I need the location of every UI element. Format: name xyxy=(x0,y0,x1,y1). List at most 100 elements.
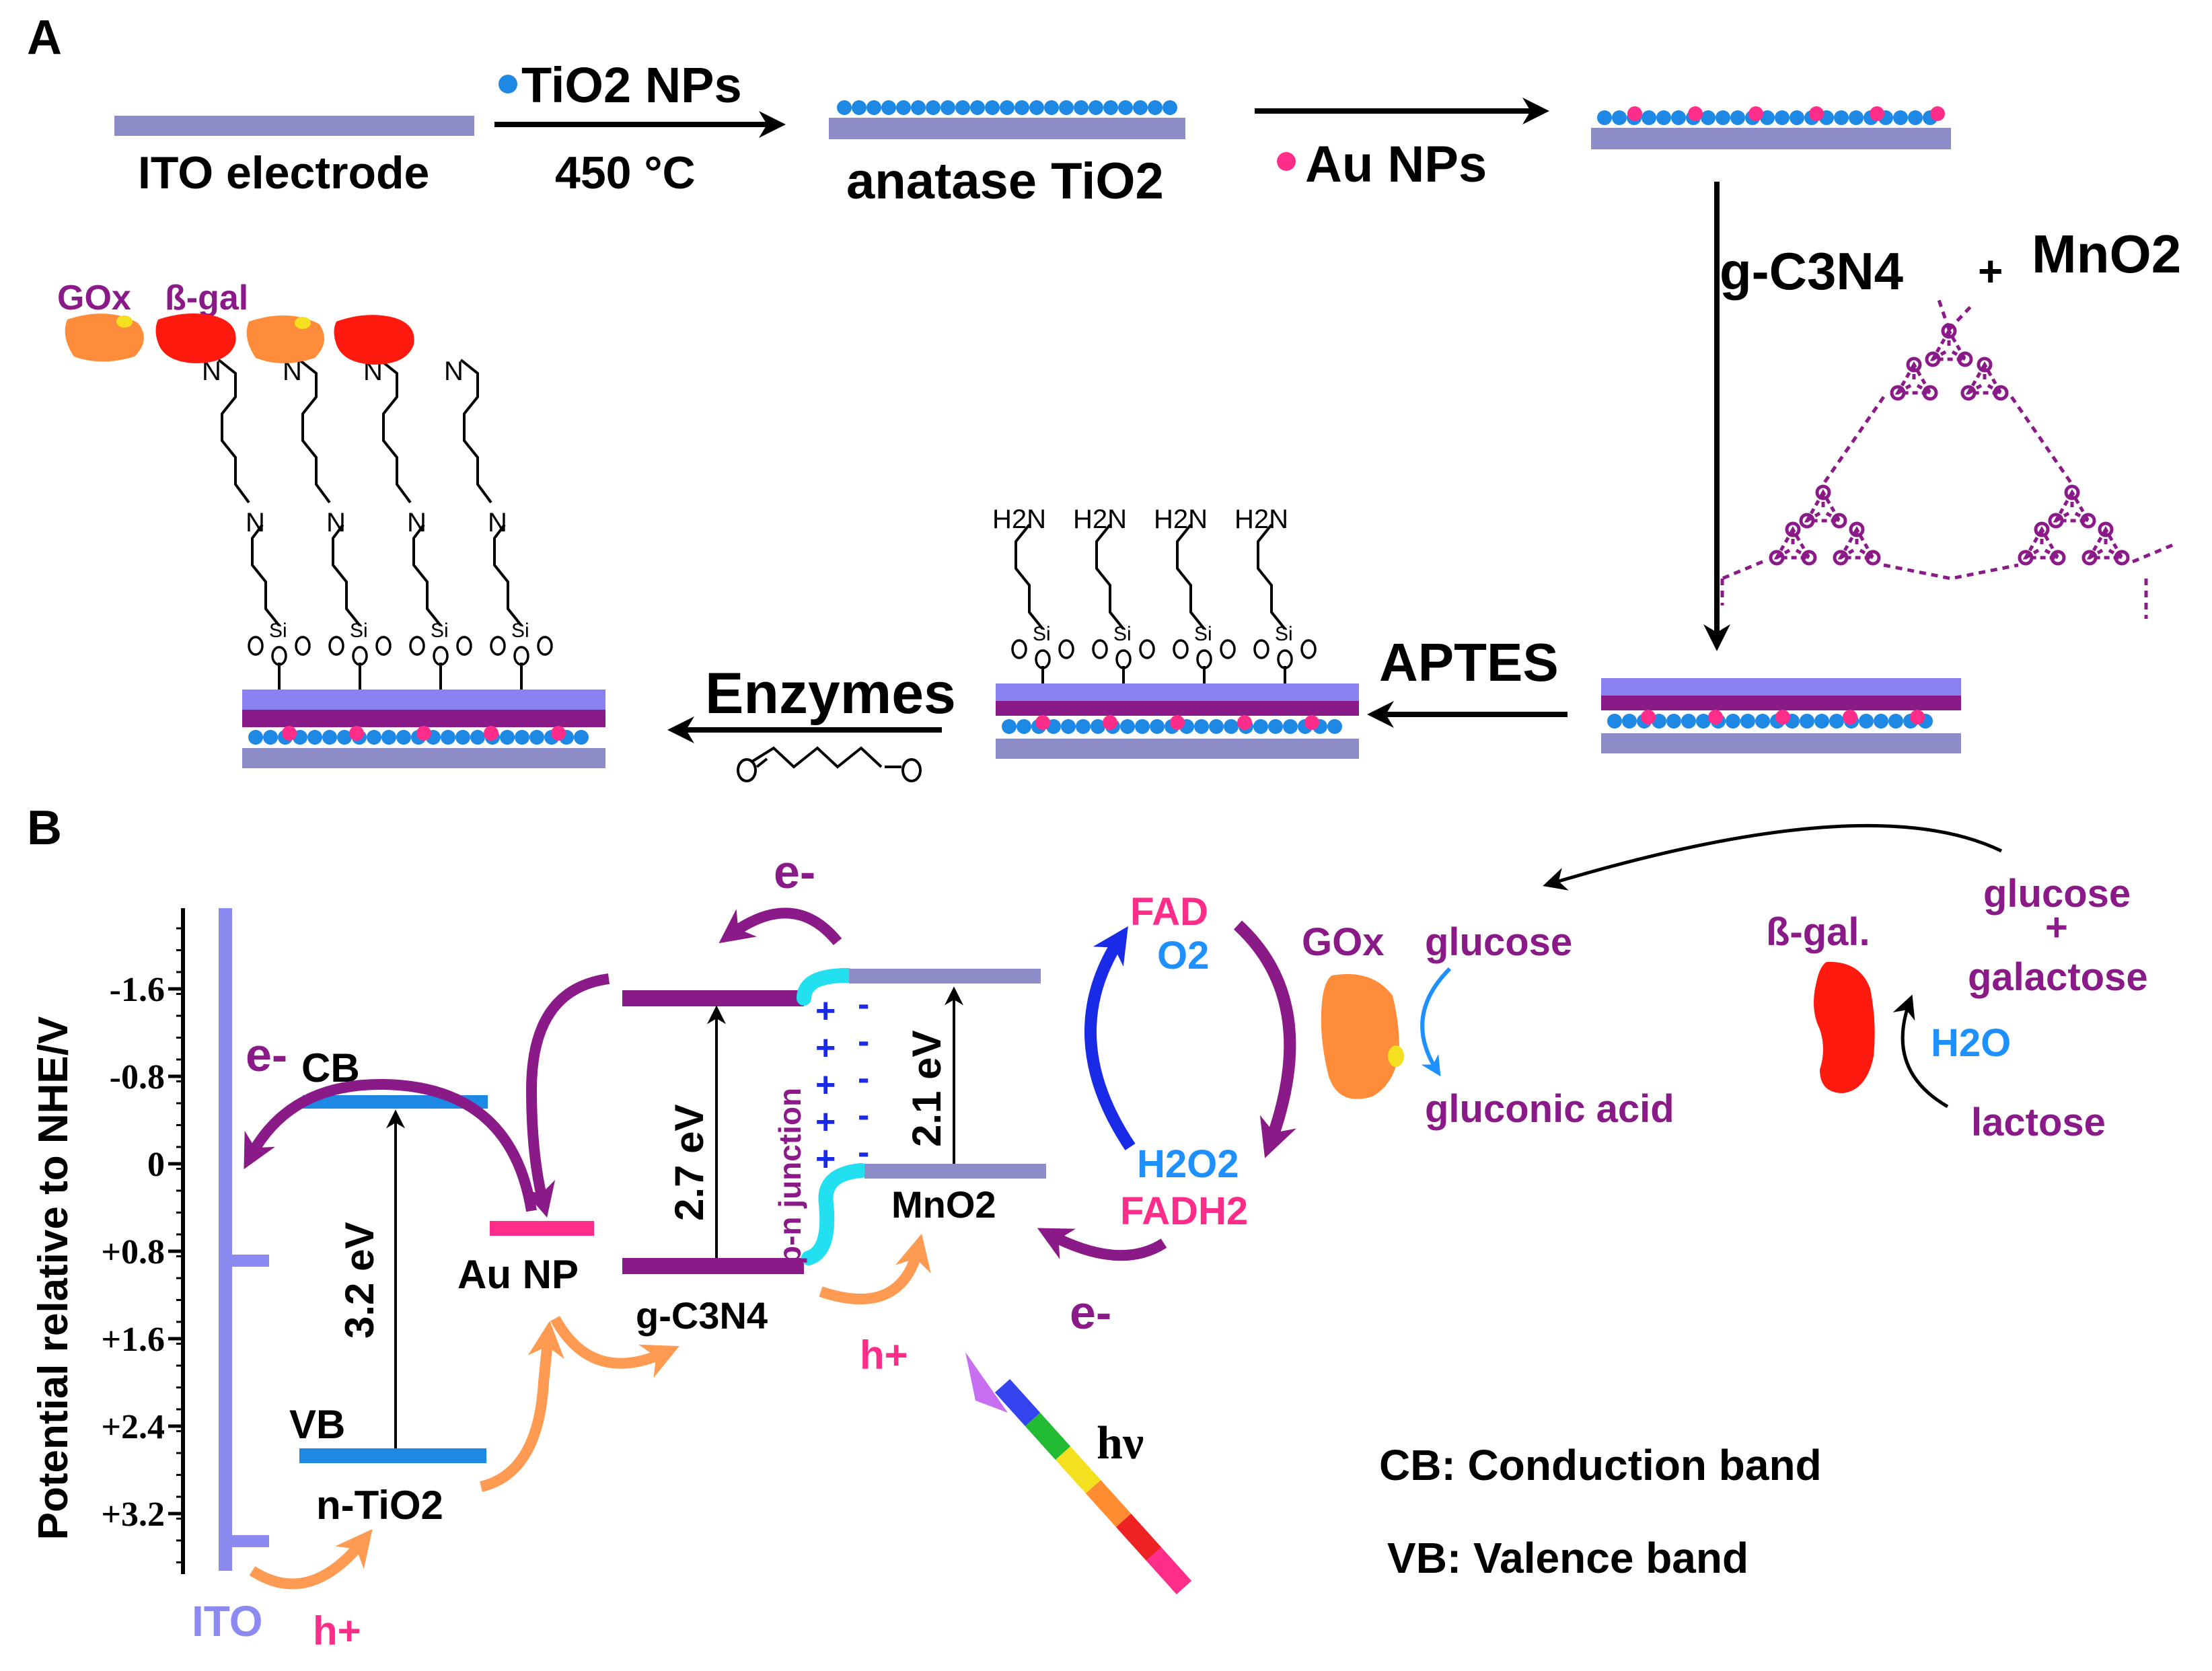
y-tick-label: +2.4 xyxy=(101,1408,165,1446)
oxygen-atom xyxy=(1277,649,1293,669)
tio2-nanoparticle xyxy=(322,730,337,745)
tio2-nanoparticle xyxy=(1666,714,1681,729)
au-nps-label: Au NPs xyxy=(1305,136,1487,193)
oxygen-atom xyxy=(1011,639,1027,659)
anatase-tio2-label: anatase TiO2 xyxy=(846,153,1164,210)
aptes-chain xyxy=(251,523,281,627)
au-nanoparticle xyxy=(416,726,431,741)
aptes-label: APTES xyxy=(1379,632,1559,692)
oxygen-atom xyxy=(1173,639,1189,659)
y-axis-ticks xyxy=(168,927,183,1563)
tio2-nanoparticle xyxy=(926,100,941,115)
au-nanoparticle xyxy=(1170,715,1185,730)
tio2-nanoparticle xyxy=(1800,714,1814,729)
tio2-nanoparticle xyxy=(955,100,970,115)
plus-sign: + xyxy=(1978,247,2003,295)
h2o2-label: H2O2 xyxy=(1137,1142,1239,1186)
oxygen-atom xyxy=(1220,639,1236,659)
tio2-nanoparticle xyxy=(1002,719,1017,734)
minus-charge: - xyxy=(858,1022,869,1061)
hole-label-mno2: h+ xyxy=(860,1333,908,1378)
plus-charge: + xyxy=(815,992,836,1031)
au-nanoparticle xyxy=(1809,106,1824,121)
ito-electrode-bar xyxy=(114,116,474,136)
aptes-chain xyxy=(412,523,442,627)
tio2-nanoparticle xyxy=(1716,110,1730,125)
beta-gal-enzyme-b xyxy=(1814,961,1875,1093)
tio2-nanoparticle xyxy=(1696,714,1711,729)
tio2-nanoparticle xyxy=(1015,100,1029,115)
spectrum-segment xyxy=(994,1378,1041,1427)
nitrogen-atom: N xyxy=(488,508,507,537)
nitrogen-atom: N xyxy=(246,508,265,537)
tio2-nanoparticle xyxy=(1874,714,1888,729)
spectrum-segment xyxy=(1146,1547,1192,1595)
tio2-nanoparticle xyxy=(1814,714,1829,729)
tio2-nanoparticle xyxy=(970,100,985,115)
tio2-nanoparticle xyxy=(1701,110,1716,125)
au-np-legend-dot xyxy=(1277,152,1296,171)
au-nanoparticle xyxy=(1748,106,1763,121)
tio2-nanoparticle xyxy=(837,100,852,115)
tio2-nanoparticle xyxy=(367,730,381,745)
g-c3n4-label-b: g-C3N4 xyxy=(636,1294,768,1337)
legend-vb: VB: Valence band xyxy=(1387,1534,1748,1582)
c3n4-vb-band xyxy=(622,1258,804,1274)
tio2-nanoparticle xyxy=(1253,719,1268,734)
au-np-label-b: Au NP xyxy=(457,1252,579,1297)
glucose-label: glucose xyxy=(1425,920,1572,964)
junction-bottom-connector xyxy=(801,1163,869,1265)
tio2-nanoparticle xyxy=(1209,719,1224,734)
oxygen-atom xyxy=(409,636,425,656)
mno2-bandgap-label: 2.1 eV xyxy=(904,1031,949,1147)
annealing-temp-label: 450 °C xyxy=(555,147,696,198)
electron-arrow-c3n4-to-au xyxy=(521,973,610,1218)
au-nanoparticle xyxy=(1708,710,1723,725)
oxygen-atom xyxy=(433,646,449,666)
tio2-nanoparticle xyxy=(1148,100,1163,115)
minus-charge: - xyxy=(858,985,869,1024)
gluconic-acid-label: gluconic acid xyxy=(1425,1087,1674,1131)
panel-a-label: A xyxy=(27,11,62,65)
oxygen-atom xyxy=(456,636,472,656)
tio2-nanoparticle xyxy=(1760,110,1775,125)
o2-to-h2o2-arrow xyxy=(1233,920,1296,1158)
lactose-hydrolysis-arrow xyxy=(1892,994,1949,1109)
tio2-nanoparticle xyxy=(1622,714,1637,729)
au-nanoparticle xyxy=(551,726,566,741)
mno2-label-a: MnO2 xyxy=(2032,224,2181,284)
junction-minus-signs: ----- xyxy=(858,985,869,1172)
tio2-nanoparticle xyxy=(1740,714,1755,729)
electron-label-top: e- xyxy=(774,846,815,898)
tio2-nanoparticle xyxy=(1859,714,1874,729)
junction-top-connector xyxy=(797,968,855,1006)
tio2-nanoparticle xyxy=(1656,110,1671,125)
hole-arrow-tio2-to-au xyxy=(479,1321,564,1492)
tio2-nanoparticle xyxy=(248,730,263,745)
vb-label: VB xyxy=(289,1402,345,1447)
au-nanoparticle xyxy=(1627,106,1642,121)
amine-group: H2N xyxy=(1073,505,1127,534)
nitrogen-atom: N xyxy=(444,357,464,386)
spectrum-segment xyxy=(1085,1479,1132,1528)
beta-gal-enzyme-1 xyxy=(155,313,236,363)
y-tick-label: 0 xyxy=(147,1146,165,1184)
tio2-nanoparticle xyxy=(1103,100,1118,115)
beta-gal-label-b: ß-gal. xyxy=(1766,910,1870,954)
tio2-nanoparticle xyxy=(1755,714,1770,729)
amine-group: H2N xyxy=(1234,505,1288,534)
au-nanoparticle xyxy=(1870,106,1884,121)
oxygen-atom xyxy=(1253,639,1269,659)
au-nanoparticle xyxy=(1843,710,1857,725)
anatase-tio2-particles xyxy=(837,100,1177,115)
plus-charge: + xyxy=(815,1140,836,1179)
tio2-nanoparticle xyxy=(1074,100,1089,115)
tio2-nanoparticle xyxy=(867,100,881,115)
oxygen-atom xyxy=(1092,639,1108,659)
tio2-nanoparticle xyxy=(1671,110,1686,125)
glutaraldehyde-structure xyxy=(737,746,922,782)
panel-b-label: B xyxy=(27,801,62,855)
tio2-nanoparticle xyxy=(1612,110,1627,125)
